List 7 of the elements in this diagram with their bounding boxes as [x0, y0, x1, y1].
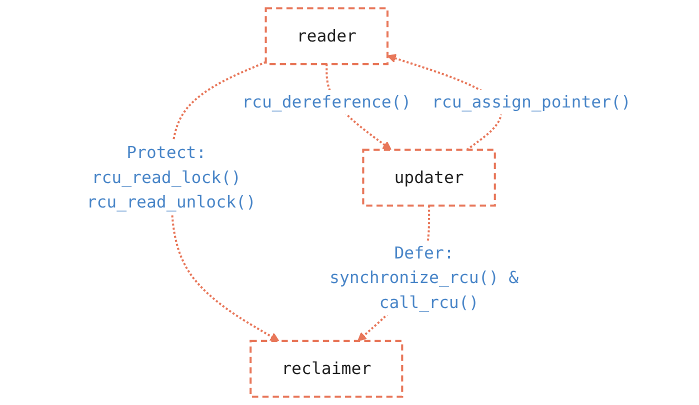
edge-label: rcu_dereference(): [242, 92, 412, 112]
node-box: reclaimer: [250, 340, 404, 398]
node-box: updater: [362, 148, 496, 207]
node-box: reader: [264, 7, 389, 66]
edge-label: Protect: rcu_read_lock() rcu_read_unlock(): [86, 142, 256, 212]
edge-label: Defer: synchronize_rcu() & call_rcu(): [330, 242, 519, 312]
edge-label: rcu_assign_pointer(): [432, 92, 631, 112]
